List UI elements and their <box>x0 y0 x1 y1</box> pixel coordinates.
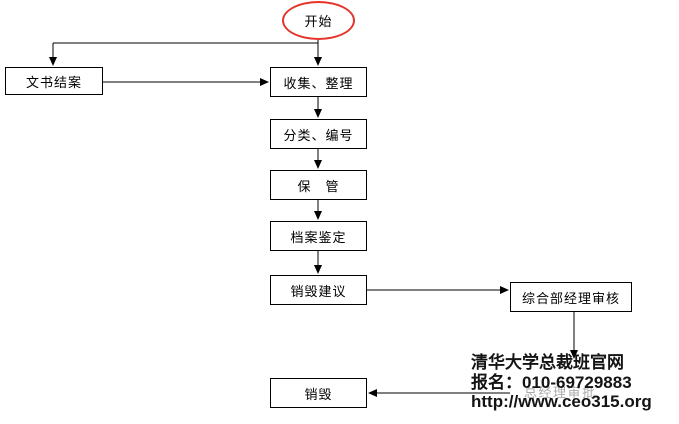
node-classify-number: 分类、编号 <box>270 119 367 149</box>
ghost-node-label: 总经理审批 <box>524 385 597 400</box>
watermark-phone: 报名：010-69729883 <box>471 372 632 392</box>
start-ellipse: 开始 <box>282 1 355 40</box>
node-dept-manager-review: 综合部经理审核 <box>510 282 632 312</box>
watermark-url: http://www.ceo315.org <box>471 392 652 411</box>
watermark-site-name: 清华大学总裁班官网 <box>471 353 624 372</box>
node-label: 收集、整理 <box>283 75 354 91</box>
start-label: 开始 <box>304 14 333 29</box>
node-label: 销毁建议 <box>290 283 347 299</box>
node-collect-organize: 收集、整理 <box>270 67 367 97</box>
node-document-closure: 文书结案 <box>5 67 103 95</box>
node-label: 档案鉴定 <box>290 229 347 245</box>
node-storage: 保 管 <box>270 170 367 200</box>
node-destruction-proposal: 销毁建议 <box>270 275 367 305</box>
node-archive-appraisal: 档案鉴定 <box>270 221 367 251</box>
node-label: 销毁 <box>304 386 333 402</box>
node-label: 综合部经理审核 <box>521 290 620 306</box>
node-destroy: 销毁 <box>270 378 367 408</box>
node-label: 保 管 <box>297 178 340 194</box>
node-label: 文书结案 <box>25 74 82 90</box>
watermark: 清华大学总裁班官网 报名：010-69729883 http://www.ceo… <box>471 353 652 412</box>
node-label: 分类、编号 <box>283 127 354 143</box>
